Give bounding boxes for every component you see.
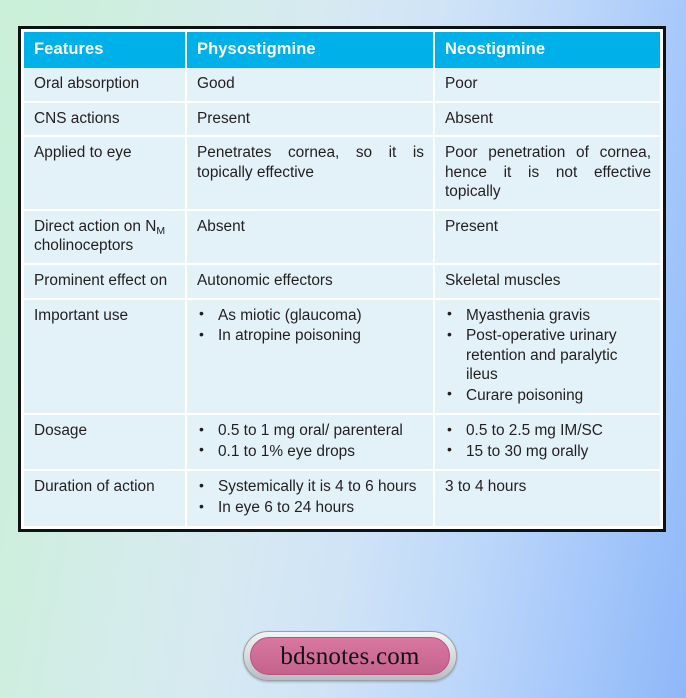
cell-physostigmine: Absent — [186, 209, 435, 265]
bullet-item: Systemically it is 4 to 6 hours — [197, 477, 424, 497]
bullet-item: In atropine poisoning — [197, 326, 424, 346]
bullet-item: Myasthenia gravis — [445, 305, 651, 326]
cell-neostigmine: Myasthenia gravisPost-operative urinary … — [434, 298, 660, 416]
cell-physostigmine: Systemically it is 4 to 6 hoursIn eye 6 … — [186, 470, 435, 526]
cell-physostigmine: Penetrates cornea, so it is topically ef… — [186, 136, 435, 211]
bullet-item: 0.5 to 2.5 mg IM/SC — [445, 421, 651, 441]
cell-physostigmine: Good — [186, 68, 435, 103]
cell-physostigmine: As miotic (glaucoma)In atropine poisonin… — [186, 298, 435, 416]
cell-feature: Oral absorption — [24, 68, 187, 103]
table-row: Dosage 0.5 to 1 mg oral/ parenteral0.1 t… — [24, 414, 660, 472]
comparison-table: Features Physostigmine Neostigmine Oral … — [24, 32, 660, 526]
cell-feature: Direct action on NM cholinoceptors — [24, 209, 187, 265]
cell-feature: Dosage — [24, 414, 187, 472]
column-header-physostigmine: Physostigmine — [186, 32, 435, 68]
bullet-item: As miotic (glaucoma) — [197, 305, 424, 326]
cell-neostigmine: Skeletal muscles — [434, 263, 660, 300]
cell-neostigmine: Present — [434, 209, 660, 265]
table-header-row: Features Physostigmine Neostigmine — [24, 32, 660, 68]
cell-feature: Duration of action — [24, 470, 187, 526]
column-header-neostigmine: Neostigmine — [434, 32, 660, 68]
comparison-table-inner-border: Features Physostigmine Neostigmine Oral … — [21, 29, 663, 529]
cell-neostigmine: 0.5 to 2.5 mg IM/SC15 to 30 mg orally — [434, 414, 660, 472]
cell-physostigmine: Autonomic effectors — [186, 263, 435, 300]
table-row: Oral absorption Good Poor — [24, 68, 660, 103]
table-body: Oral absorption Good Poor CNS actions Pr… — [24, 68, 660, 526]
bullet-list: 0.5 to 1 mg oral/ parenteral0.1 to 1% ey… — [197, 421, 424, 461]
bullet-item: 15 to 30 mg orally — [445, 441, 651, 462]
watermark-badge: bdsnotes.com — [243, 631, 457, 681]
column-header-features: Features — [24, 32, 187, 68]
cell-neostigmine: 3 to 4 hours — [434, 470, 660, 526]
bullet-item: 0.5 to 1 mg oral/ parenteral — [197, 421, 424, 441]
cell-feature: Important use — [24, 298, 187, 416]
cell-physostigmine: Present — [186, 101, 435, 138]
bullet-list: 0.5 to 2.5 mg IM/SC15 to 30 mg orally — [445, 421, 651, 461]
bullet-item: Post-operative urinary retention and par… — [445, 326, 651, 385]
watermark-label: bdsnotes.com — [280, 642, 420, 670]
table-row: Duration of action Systemically it is 4 … — [24, 470, 660, 526]
bullet-item: In eye 6 to 24 hours — [197, 498, 424, 518]
cell-feature: Prominent effect on — [24, 263, 187, 300]
cell-physostigmine: 0.5 to 1 mg oral/ parenteral0.1 to 1% ey… — [186, 414, 435, 472]
table-row: Prominent effect on Autonomic effectors … — [24, 263, 660, 300]
table-row: CNS actions Present Absent — [24, 101, 660, 138]
table-head: Features Physostigmine Neostigmine — [24, 32, 660, 68]
cell-neostigmine: Absent — [434, 101, 660, 138]
cell-feature: Applied to eye — [24, 136, 187, 211]
table-row: Applied to eye Penetrates cornea, so it … — [24, 136, 660, 211]
bullet-item: Curare poisoning — [445, 385, 651, 406]
bullet-list: As miotic (glaucoma)In atropine poisonin… — [197, 305, 424, 346]
table-row: Important use As miotic (glaucoma)In atr… — [24, 298, 660, 416]
cell-feature: CNS actions — [24, 101, 187, 138]
watermark-pill: bdsnotes.com — [250, 637, 450, 675]
bullet-list: Myasthenia gravisPost-operative urinary … — [445, 305, 651, 406]
cell-neostigmine: Poor penetration of cornea, hence it is … — [434, 136, 660, 211]
table-row: Direct action on NM cholinoceptors Absen… — [24, 209, 660, 265]
bullet-list: Systemically it is 4 to 6 hoursIn eye 6 … — [197, 477, 424, 517]
bullet-item: 0.1 to 1% eye drops — [197, 441, 424, 462]
cell-neostigmine: Poor — [434, 68, 660, 103]
comparison-table-frame: Features Physostigmine Neostigmine Oral … — [18, 26, 666, 532]
